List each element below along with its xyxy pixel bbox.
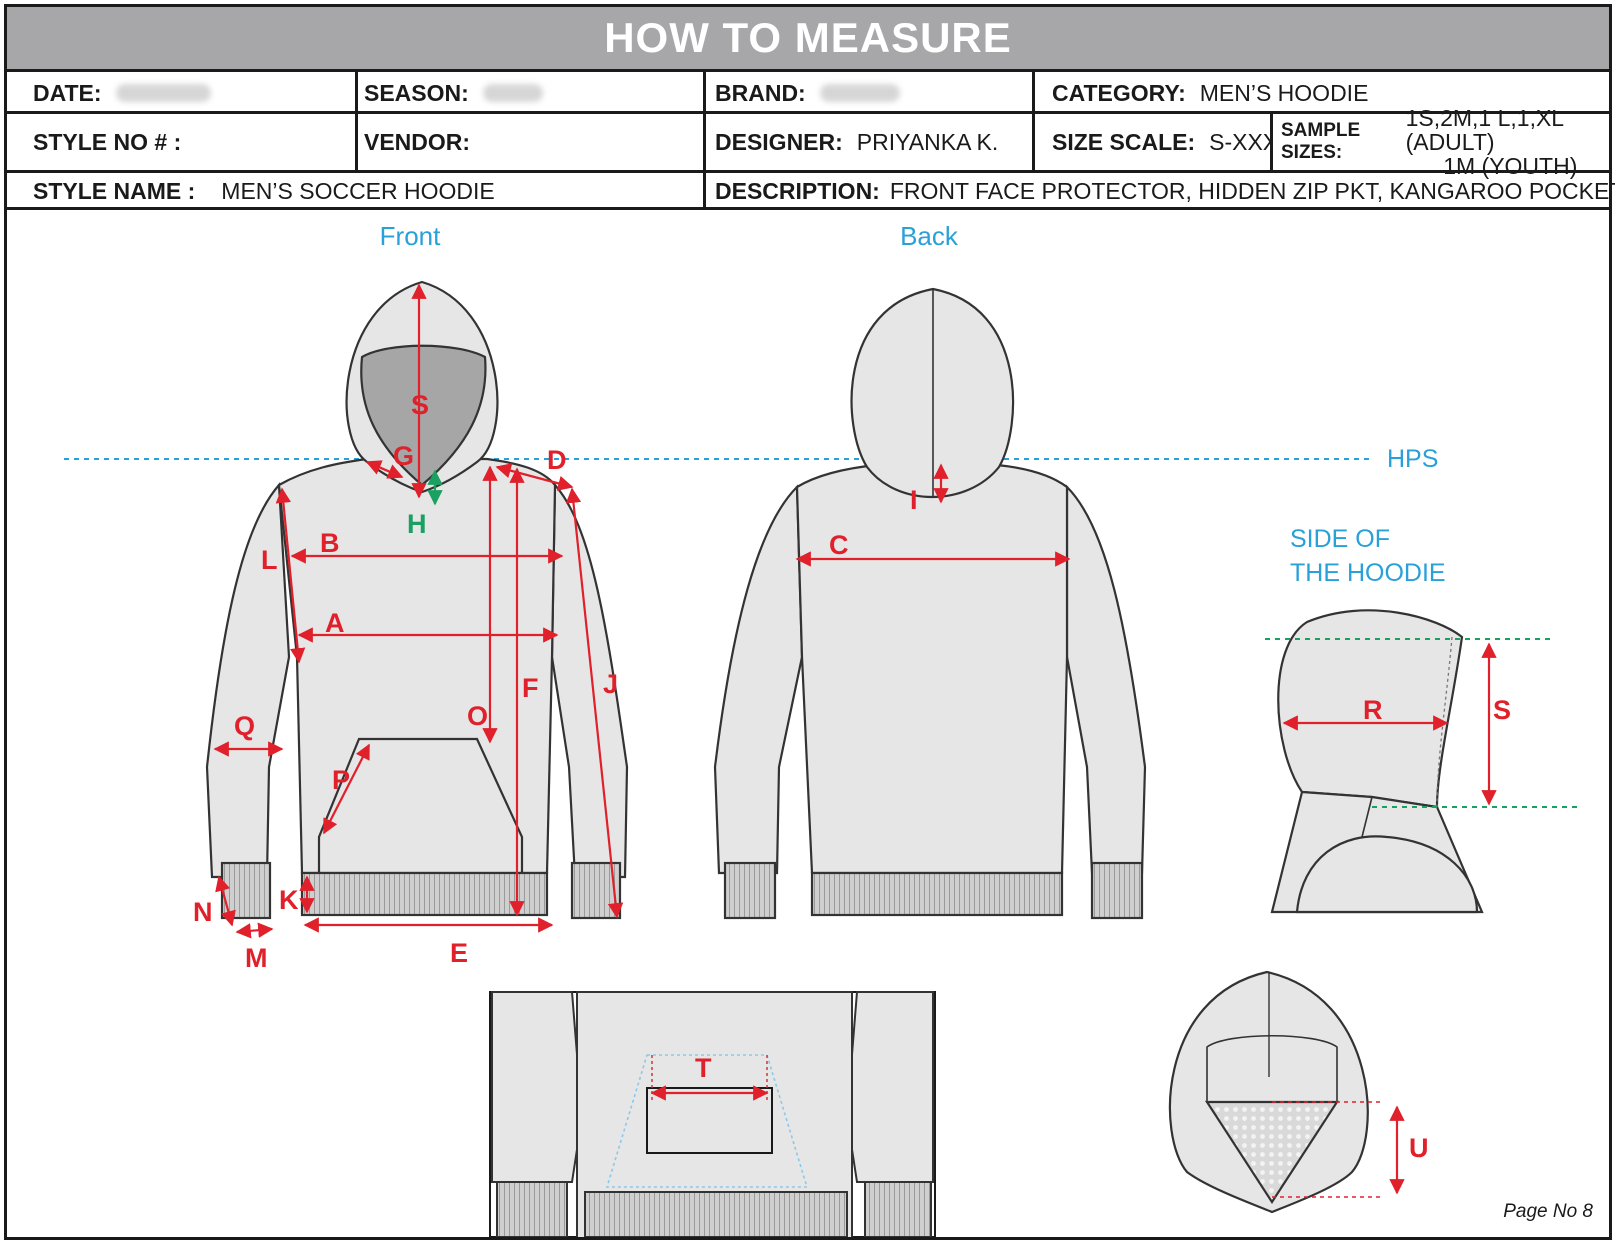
style-name-cell: STYLE NAME : MEN’S SOCCER HOODIE bbox=[7, 173, 703, 210]
measure-arrow-j bbox=[565, 487, 624, 919]
date-label: DATE: bbox=[33, 79, 102, 106]
grid-line bbox=[355, 72, 358, 170]
point-label-l: L bbox=[261, 545, 278, 575]
point-label-n: N bbox=[193, 897, 213, 927]
back-view-label: Back bbox=[900, 221, 959, 251]
point-label-a: A bbox=[325, 608, 345, 638]
description-label: DESCRIPTION: bbox=[715, 178, 880, 204]
designer-value: PRIYANKA K. bbox=[856, 128, 999, 155]
size-scale-cell: SIZE SCALE: S-XXXL bbox=[1035, 114, 1273, 170]
point-label-p: P bbox=[332, 765, 350, 795]
front-view-label: Front bbox=[380, 221, 441, 251]
point-label-c: C bbox=[829, 530, 849, 560]
point-label-j: J bbox=[603, 669, 618, 699]
point-label-i: I bbox=[910, 485, 918, 515]
point-label-k: K bbox=[279, 885, 299, 915]
vendor-cell: VENDOR: bbox=[358, 114, 703, 170]
header-info-table: DATE: SEASON: BRAND: CATEGORY: MEN’S HOO… bbox=[7, 72, 1615, 210]
style-name-value: MEN’S SOCCER HOODIE bbox=[221, 178, 495, 204]
date-value-redacted bbox=[115, 84, 211, 102]
point-label-r: R bbox=[1363, 695, 1383, 725]
brand-value-redacted bbox=[819, 84, 900, 102]
point-label-b: B bbox=[320, 528, 340, 558]
style-name-label: STYLE NAME : bbox=[33, 178, 196, 204]
date-cell: DATE: bbox=[7, 72, 355, 114]
title-banner: HOW TO MEASURE bbox=[7, 7, 1609, 72]
back-hoodie-drawing bbox=[713, 287, 1147, 920]
sample-sizes-label: SAMPLE SIZES: bbox=[1281, 119, 1361, 163]
hps-label: HPS bbox=[1387, 445, 1438, 473]
point-label-g: G bbox=[393, 441, 414, 471]
measure-arrow-g bbox=[365, 460, 404, 479]
grid-line bbox=[1270, 111, 1273, 170]
point-label-q: Q bbox=[234, 711, 255, 741]
season-cell: SEASON: bbox=[358, 72, 703, 114]
point-label-s-side: S bbox=[1493, 695, 1511, 725]
face-protector-drawing bbox=[1168, 970, 1369, 1214]
vendor-label: VENDOR: bbox=[364, 128, 471, 155]
measure-arrow-l bbox=[275, 487, 306, 664]
season-value-redacted bbox=[482, 84, 543, 102]
style-no-cell: STYLE NO # : bbox=[7, 114, 355, 170]
page-number: Page No 8 bbox=[1503, 1201, 1593, 1222]
size-scale-value: S-XXXL bbox=[1209, 128, 1273, 155]
sample-sizes-cell: SAMPLE SIZES: 1S,2M,1 L,1,XL (ADULT) 1M … bbox=[1275, 106, 1615, 178]
front-hoodie-drawing bbox=[205, 280, 629, 920]
grid-line bbox=[7, 170, 1609, 173]
point-label-f: F bbox=[522, 673, 539, 703]
point-label-t: T bbox=[695, 1053, 712, 1083]
grid-line bbox=[1032, 72, 1035, 170]
brand-label: BRAND: bbox=[715, 79, 806, 106]
grid-line bbox=[7, 207, 1609, 210]
side-hoodie-drawing bbox=[1270, 609, 1484, 914]
point-label-u: U bbox=[1409, 1133, 1429, 1163]
description-value: FRONT FACE PROTECTOR, HIDDEN ZIP PKT, KA… bbox=[889, 178, 1615, 204]
sample-sizes-line1: 1S,2M,1 L,1,XL (ADULT) bbox=[1405, 104, 1564, 155]
t-guide-lines bbox=[651, 1055, 768, 1102]
point-label-d: D bbox=[547, 445, 567, 475]
size-scale-label: SIZE SCALE: bbox=[1052, 128, 1196, 155]
point-label-s-front: S bbox=[411, 390, 429, 420]
point-label-h: H bbox=[407, 509, 427, 539]
sample-sizes-line2: 1M (YOUTH) bbox=[1443, 152, 1578, 179]
side-view-label-line2: THE HOODIE bbox=[1290, 559, 1446, 587]
category-label: CATEGORY: bbox=[1052, 79, 1186, 106]
season-label: SEASON: bbox=[364, 79, 469, 106]
page-title: HOW TO MEASURE bbox=[604, 14, 1012, 61]
designer-cell: DESIGNER: PRIYANKA K. bbox=[706, 114, 1032, 170]
pocket-detail-drawing bbox=[491, 991, 934, 1237]
point-label-o: O bbox=[467, 701, 488, 731]
description-cell: DESCRIPTION: FRONT FACE PROTECTOR, HIDDE… bbox=[706, 173, 1615, 210]
grid-line bbox=[7, 111, 1609, 114]
designer-label: DESIGNER: bbox=[715, 128, 843, 155]
measurement-illustrations: Front Back HPS bbox=[64, 221, 1577, 1237]
style-no-label: STYLE NO # : bbox=[33, 128, 182, 155]
point-label-m: M bbox=[245, 943, 268, 973]
spec-sheet: HOW TO MEASURE DATE: SEASON: BRAND: CATE… bbox=[4, 4, 1615, 1240]
category-value: MEN’S HOODIE bbox=[1199, 79, 1369, 106]
side-view-label-line1: SIDE OF bbox=[1290, 525, 1390, 553]
measure-arrow-m bbox=[235, 922, 274, 939]
measure-arrow-n bbox=[215, 875, 236, 927]
category-cell: CATEGORY: MEN’S HOODIE bbox=[1035, 72, 1615, 114]
grid-line bbox=[703, 72, 706, 207]
brand-cell: BRAND: bbox=[706, 72, 1032, 114]
measure-arrow-p bbox=[323, 743, 370, 835]
point-label-e: E bbox=[450, 938, 468, 968]
